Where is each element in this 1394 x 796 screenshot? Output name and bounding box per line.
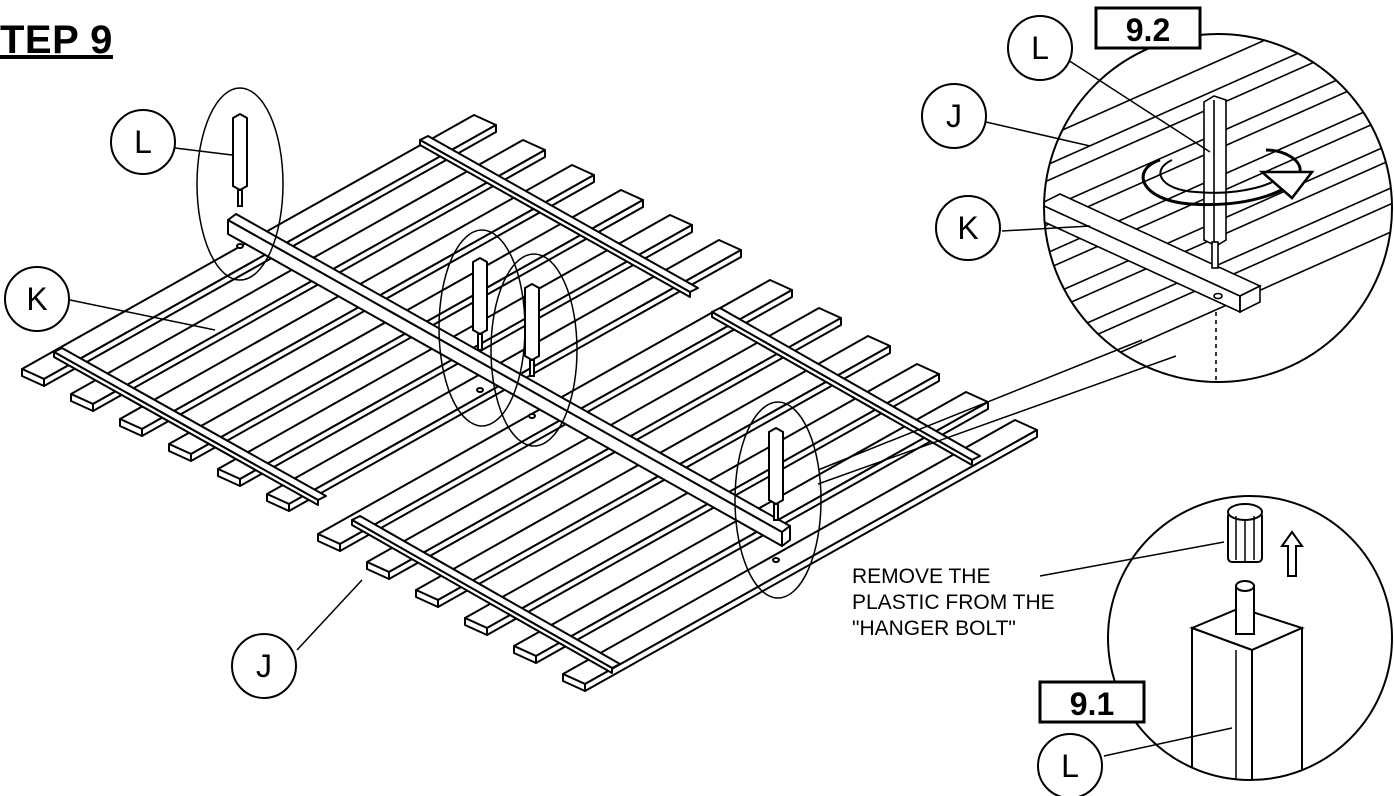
detail-9-1: 9.1 L	[1037, 495, 1393, 796]
svg-text:9.1: 9.1	[1070, 686, 1114, 722]
slat-end-r4	[513, 645, 537, 664]
rail-left-front-side	[53, 351, 319, 506]
fastening-ring-1	[196, 87, 284, 281]
fastening-ring-4	[734, 401, 822, 599]
rail-right-back	[711, 307, 981, 461]
callout-j-main: J	[231, 633, 297, 699]
note-line-1: REMOVE THE	[852, 565, 991, 588]
rail-left-back-side	[419, 139, 691, 298]
slat-end-l2	[119, 418, 143, 437]
hole-1	[236, 243, 244, 249]
fastening-ring-3	[490, 253, 578, 447]
slat-end-r5	[562, 673, 586, 692]
slat-end-l4	[217, 468, 241, 487]
svg-text:L: L	[1061, 748, 1079, 784]
note-line-2: PLASTIC FROM THE	[852, 591, 1055, 614]
svg-text:K: K	[26, 281, 47, 317]
screwdriver-tip-3	[529, 359, 535, 377]
callout-k-main: K	[4, 266, 70, 332]
screwdriver-tip-1	[237, 189, 243, 207]
rail-left-back	[419, 135, 699, 293]
instruction-note: REMOVE THE PLASTIC FROM THE "HANGER BOLT…	[852, 564, 1055, 642]
slat-end-r0	[317, 533, 341, 552]
screwdriver-2	[472, 256, 488, 336]
rail-assembly	[53, 135, 981, 674]
fastening-ring-2	[438, 229, 526, 427]
screwdriver-1	[232, 112, 248, 192]
hole-3	[528, 413, 536, 419]
svg-text:L: L	[1031, 30, 1049, 66]
callout-l-main: L	[110, 109, 176, 175]
slat-end-r1	[366, 561, 390, 580]
slat-end-l0	[21, 368, 45, 387]
marker-assembly	[196, 87, 822, 599]
svg-text:9.2: 9.2	[1126, 12, 1170, 48]
screwdriver-tip-4	[773, 503, 779, 521]
hole-4	[772, 557, 780, 563]
rail-right-front-side	[351, 519, 613, 674]
rail-left-front	[53, 347, 327, 501]
rail-right-front	[351, 515, 621, 669]
slat-end-l1	[70, 393, 94, 412]
slat-end-l5	[266, 493, 290, 512]
svg-text:J: J	[256, 648, 272, 684]
slat-end-l3	[168, 443, 192, 462]
note-line-3: "HANGER BOLT"	[852, 617, 1016, 640]
svg-text:K: K	[957, 210, 978, 246]
screwdriver-3	[524, 282, 540, 362]
slat-end-r3	[464, 617, 488, 636]
hole-2	[476, 387, 484, 393]
center-rail-k-end	[781, 525, 791, 547]
screwdriver-tip-2	[477, 333, 483, 351]
slat-end-r2	[415, 589, 439, 608]
step-title: TEP 9	[0, 18, 113, 62]
rail-right-back-side	[711, 311, 973, 466]
svg-text:J: J	[946, 98, 962, 134]
screwdriver-4	[768, 426, 784, 506]
svg-text:L: L	[134, 124, 152, 160]
detail-9-2: 9.2 L J K	[921, 6, 1393, 383]
